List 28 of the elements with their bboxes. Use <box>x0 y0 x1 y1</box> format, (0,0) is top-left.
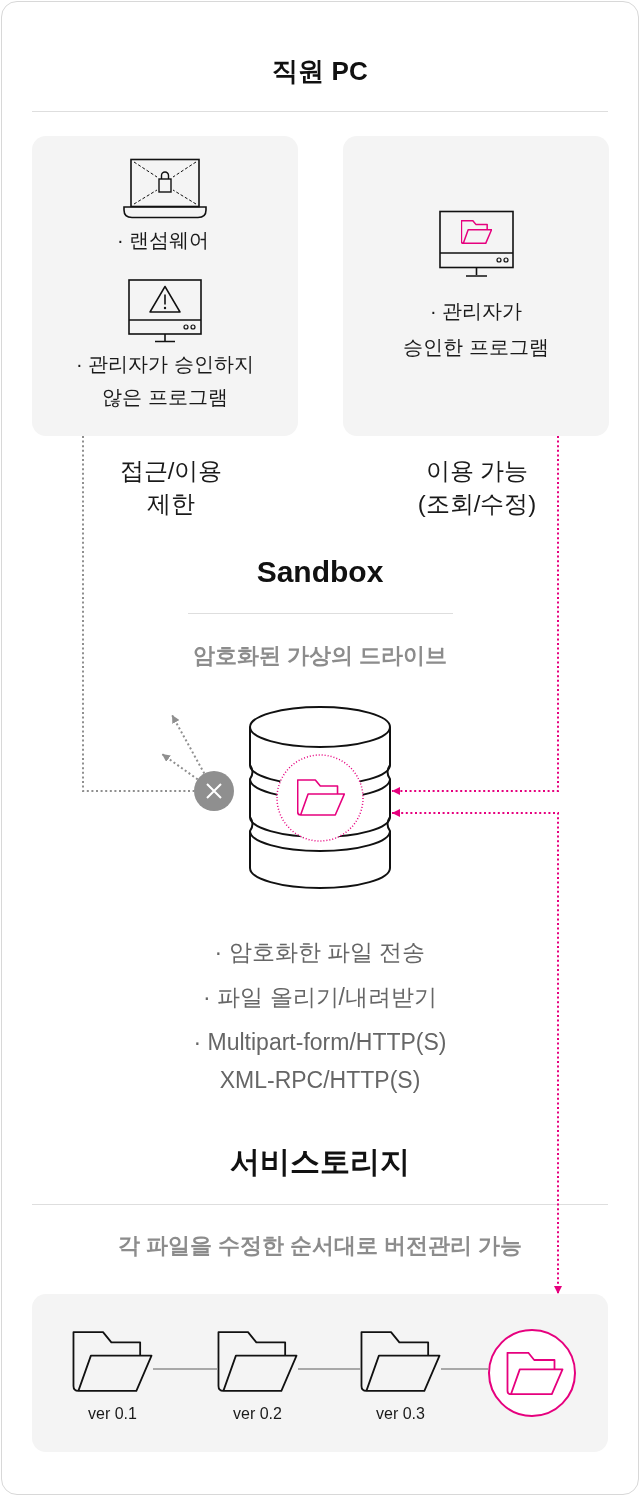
rounded-panel <box>32 136 298 436</box>
section-subtitle: 각 파일을 수정한 순서대로 버전관리 가능 <box>117 1232 523 1260</box>
dotted-line <box>82 435 195 792</box>
bullet-text: · 파일 올리기/내려받기 <box>203 983 437 1012</box>
line <box>152 1368 218 1370</box>
bullet-text: · 관리자가 승인한 프로그램 <box>403 299 549 360</box>
rounded-panel <box>343 136 609 436</box>
version-label: ver 0.2 <box>233 1404 282 1424</box>
caption-text: 이용 가능 (조회/수정) <box>417 455 537 519</box>
bullet-text: · Multipart-form/HTTP(S) XML-RPC/HTTP(S) <box>193 1028 447 1095</box>
rounded-panel <box>32 1294 608 1452</box>
bullet-text: · 관리자가 승인하지 않은 프로그램 <box>76 351 254 410</box>
section-heading: Sandbox <box>256 554 384 590</box>
line <box>440 1368 489 1370</box>
section-heading: 직원 PC <box>272 55 368 88</box>
dotted-arrow <box>161 753 199 781</box>
line <box>297 1368 361 1370</box>
version-label: ver 0.1 <box>88 1404 137 1424</box>
bullet-text: · 랜섬웨어 <box>116 228 210 253</box>
dotted-double-arrow <box>391 809 562 1295</box>
section-subtitle: 암호화된 가상의 드라이브 <box>192 642 448 670</box>
section-heading: 서비스토리지 <box>230 1144 410 1180</box>
version-label: ver 0.3 <box>376 1404 425 1424</box>
dotted-arrow <box>391 435 559 795</box>
cross-circle-icon <box>194 771 234 811</box>
caption-text: 접근/이용 제한 <box>119 455 223 519</box>
bullet-text: · 암호화한 파일 전송 <box>214 938 426 967</box>
dotted-arrow <box>171 714 206 775</box>
